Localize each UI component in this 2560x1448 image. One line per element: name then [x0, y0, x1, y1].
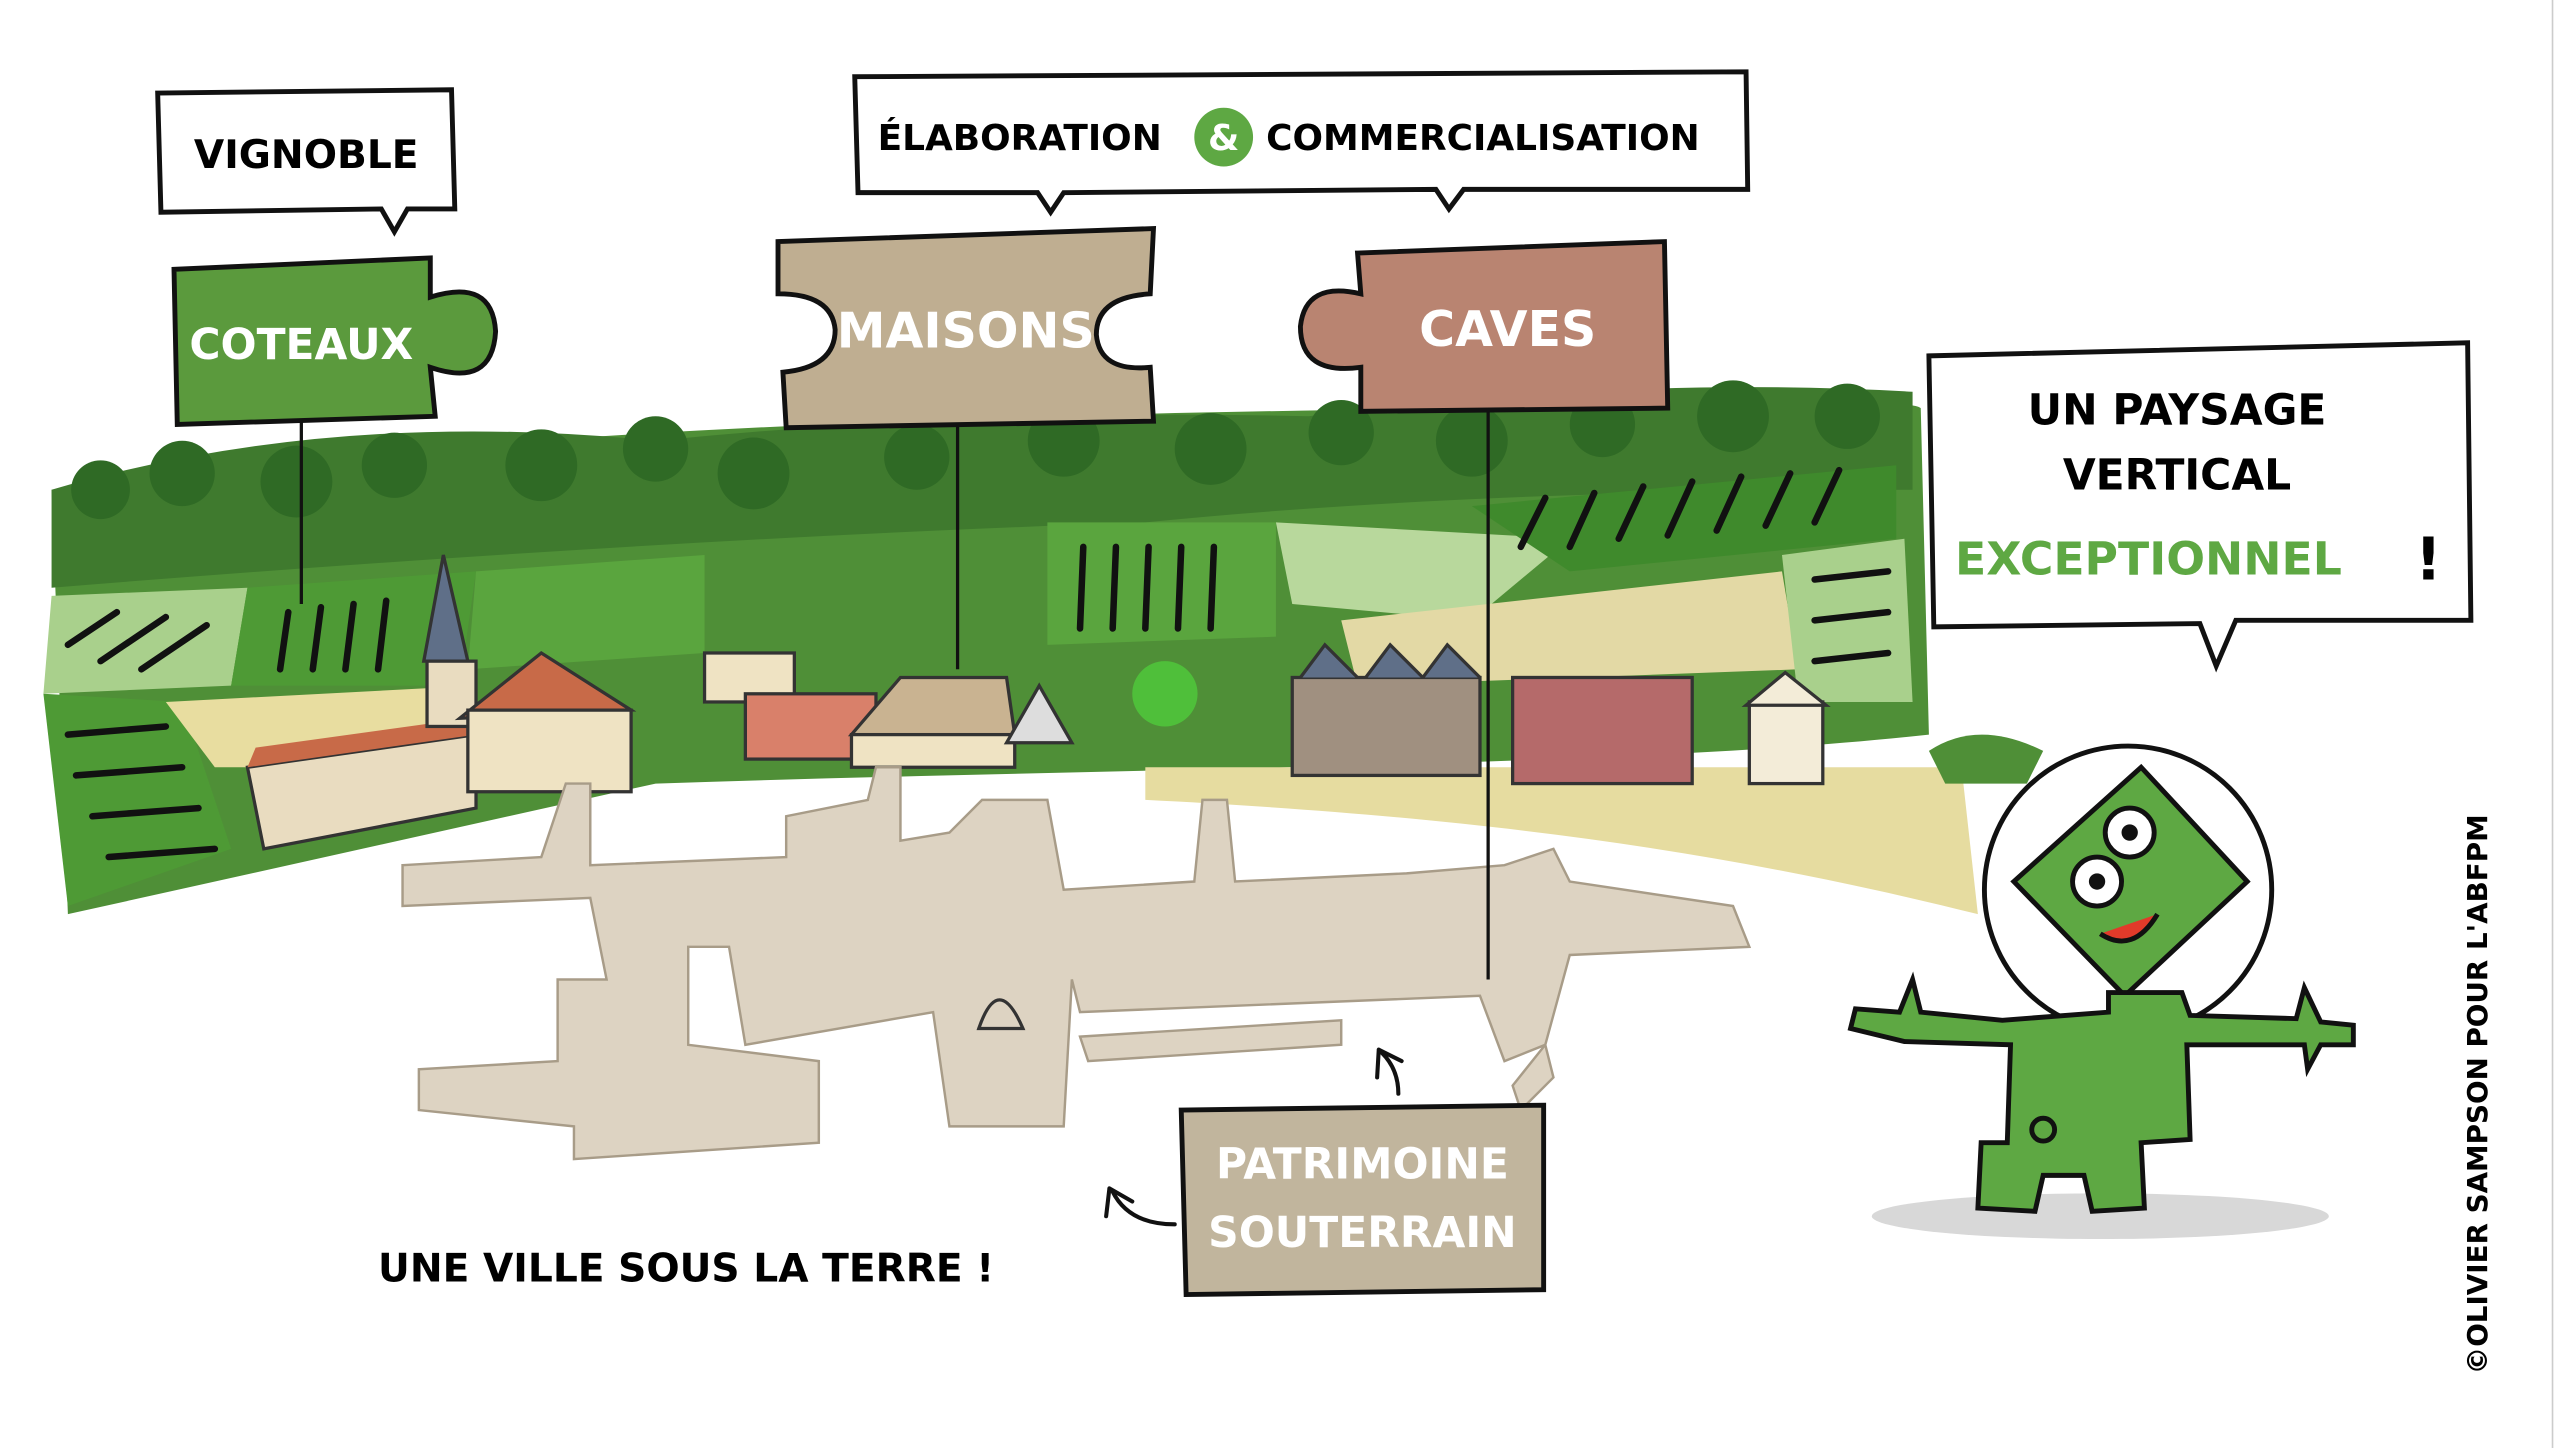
ampersand-badge	[1194, 107, 1254, 167]
connector-lines	[299, 408, 1490, 980]
commercialisation-label: COMMERCIALISATION	[1266, 118, 1700, 159]
elaboration-bubble: ÉLABORATION & COMMERCIALISATION	[852, 69, 1751, 217]
patrimoine-line2: SOUTERRAIN	[1208, 1209, 1517, 1258]
coteaux-label: COTEAUX	[189, 321, 413, 370]
vignoble-bubble: VIGNOBLE	[155, 87, 458, 237]
coteaux-puzzle-piece: COTEAUX	[171, 255, 499, 427]
paysage-line1: UN PAYSAGE	[2028, 386, 2327, 435]
maisons-puzzle-piece: MAISONS	[775, 226, 1157, 431]
vignoble-label: VIGNOBLE	[194, 133, 419, 178]
paysage-exclamation: !	[2415, 525, 2442, 594]
ampersand: &	[1208, 118, 1239, 159]
maisons-label: MAISONS	[837, 303, 1095, 360]
elaboration-label: ÉLABORATION	[878, 117, 1162, 159]
village	[245, 554, 2044, 851]
credit-text: ©OLIVIER SAMPSON POUR L'ABFPM	[2461, 814, 2494, 1374]
tunnel-door	[976, 998, 1026, 1031]
caves-puzzle-piece: CAVES	[1297, 239, 1671, 414]
paysage-bubble: UN PAYSAGE VERTICAL EXCEPTIONNEL !	[1926, 340, 2474, 673]
green-mascot	[1847, 743, 2356, 1240]
underground-tunnels	[401, 766, 1752, 1161]
caves-label: CAVES	[1419, 301, 1596, 358]
patrimoine-line1: PATRIMOINE	[1216, 1141, 1509, 1190]
patrimoine-box: PATRIMOINE SOUTERRAIN	[1178, 1102, 1547, 1298]
arrow-icon	[1104, 1047, 1404, 1227]
paysage-line2: VERTICAL	[2063, 452, 2291, 501]
ville-caption: UNE VILLE SOUS LA TERRE !	[378, 1246, 994, 1291]
paysage-line3: EXCEPTIONNEL	[1955, 533, 2342, 586]
